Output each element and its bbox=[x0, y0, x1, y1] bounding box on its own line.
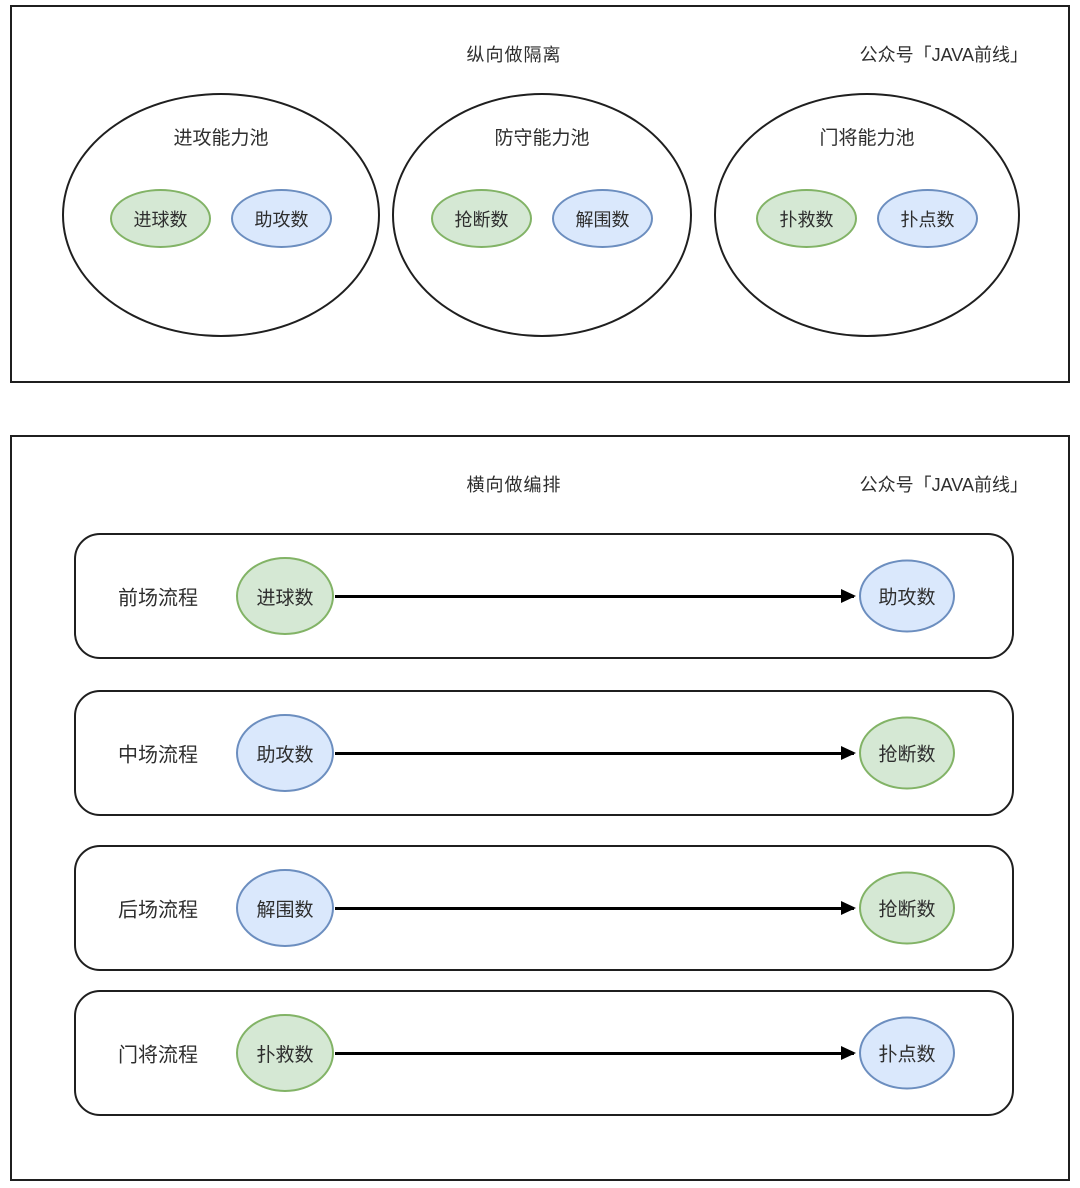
pool-defense-ability: 防守能力池 抢断数 解围数 bbox=[392, 93, 692, 337]
flow-source-chip: 扑救数 bbox=[236, 1014, 334, 1092]
metric-chip-goals: 进球数 bbox=[110, 189, 211, 248]
arrow-right-icon bbox=[335, 595, 854, 598]
flow-source-chip: 解围数 bbox=[236, 869, 334, 947]
flow-row-midfield: 中场流程 助攻数 抢断数 bbox=[74, 690, 1014, 816]
pool-items: 进球数 助攻数 bbox=[64, 189, 378, 248]
pool-items: 抢断数 解围数 bbox=[394, 189, 690, 248]
flow-target-chip: 扑点数 bbox=[859, 1016, 955, 1090]
metric-chip-tackles: 抢断数 bbox=[431, 189, 532, 248]
pool-items: 扑救数 扑点数 bbox=[716, 189, 1018, 248]
flow-row-goalkeeper: 门将流程 扑救数 扑点数 bbox=[74, 990, 1014, 1116]
top-panel-title: 纵向做隔离 bbox=[466, 45, 562, 65]
flow-target-chip: 抢断数 bbox=[859, 716, 955, 790]
pool-goalkeeper-ability: 门将能力池 扑救数 扑点数 bbox=[714, 93, 1020, 337]
pool-title: 防守能力池 bbox=[494, 128, 590, 149]
bottom-panel-title: 横向做编排 bbox=[466, 475, 562, 495]
bottom-watermark: 公众号「JAVA前线」 bbox=[859, 475, 1028, 495]
metric-chip-assists: 助攻数 bbox=[231, 189, 332, 248]
flow-target-chip: 抢断数 bbox=[859, 871, 955, 945]
flow-label: 后场流程 bbox=[118, 899, 198, 922]
metric-chip-penalty-saves: 扑点数 bbox=[877, 189, 978, 248]
arrow-right-icon bbox=[335, 752, 854, 755]
flow-label: 前场流程 bbox=[118, 587, 198, 610]
flow-label: 门将流程 bbox=[118, 1044, 198, 1067]
flow-source-chip: 助攻数 bbox=[236, 714, 334, 792]
flow-source-chip: 进球数 bbox=[236, 557, 334, 635]
flow-row-forward: 前场流程 进球数 助攻数 bbox=[74, 533, 1014, 659]
horizontal-orchestration-panel: 横向做编排 公众号「JAVA前线」 前场流程 进球数 助攻数 中场流程 助攻数 … bbox=[10, 435, 1070, 1181]
flow-target-chip: 助攻数 bbox=[859, 559, 955, 633]
flow-label: 中场流程 bbox=[118, 744, 198, 767]
metric-chip-clearances: 解围数 bbox=[552, 189, 653, 248]
vertical-isolation-panel: 纵向做隔离 公众号「JAVA前线」 进攻能力池 进球数 助攻数 防守能力池 抢断… bbox=[10, 5, 1070, 383]
pool-title: 进攻能力池 bbox=[173, 128, 269, 149]
pool-attack-ability: 进攻能力池 进球数 助攻数 bbox=[62, 93, 380, 337]
metric-chip-saves: 扑救数 bbox=[756, 189, 857, 248]
pool-title: 门将能力池 bbox=[819, 128, 915, 149]
arrow-right-icon bbox=[335, 907, 854, 910]
flow-row-backfield: 后场流程 解围数 抢断数 bbox=[74, 845, 1014, 971]
arrow-right-icon bbox=[335, 1052, 854, 1055]
top-watermark: 公众号「JAVA前线」 bbox=[859, 45, 1028, 65]
